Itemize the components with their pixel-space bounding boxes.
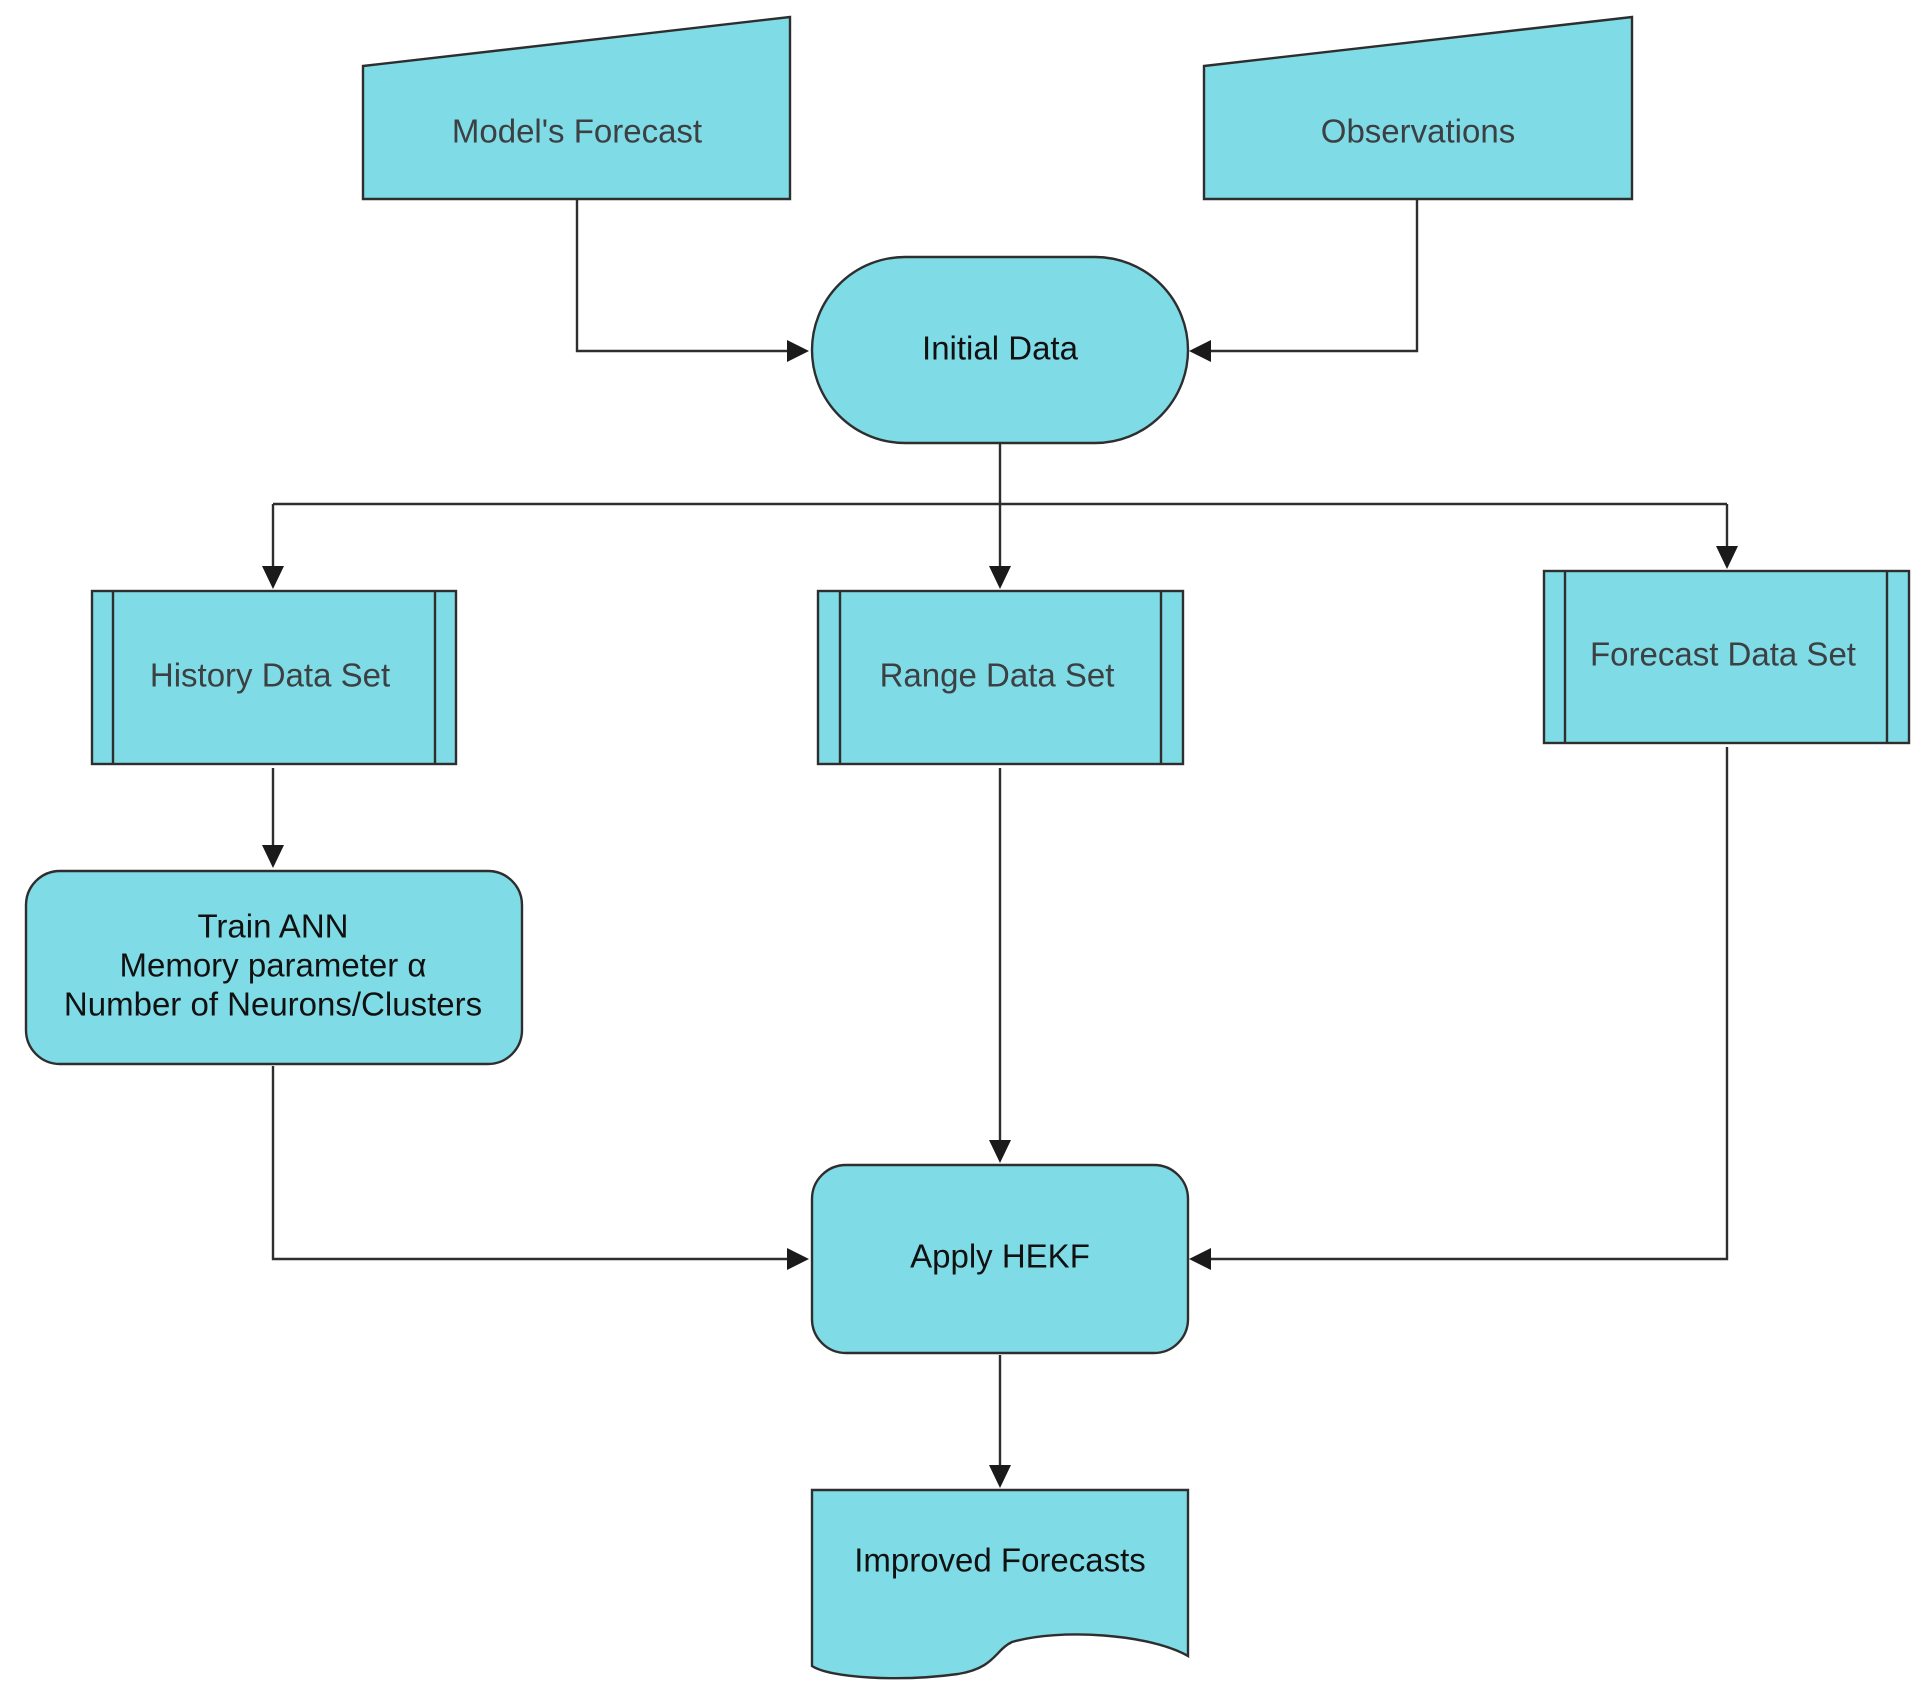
edge-train-ann-to-apply-hekf	[271, 1066, 788, 1261]
edge-models-forecast-to-initial-data	[575, 200, 788, 353]
node-initial-data-label: Initial Data	[922, 330, 1079, 367]
node-improved-forecasts[interactable]: Improved Forecasts	[810, 1488, 1190, 1680]
arrowhead-improved-forecasts	[989, 1465, 1011, 1488]
predefined-process-shape	[816, 589, 1185, 766]
predefined-process-shape	[90, 589, 458, 766]
node-models-forecast-label: Model's Forecast	[452, 113, 702, 150]
arrowhead-initial-data-right	[1189, 340, 1211, 362]
node-initial-data[interactable]: Initial Data	[810, 255, 1190, 445]
document-shape	[810, 1488, 1190, 1680]
manual-input-shape	[1202, 15, 1634, 201]
arrowhead-train-ann	[262, 845, 284, 868]
node-range-data-set-label: Range Data Set	[880, 657, 1115, 694]
predefined-process-shape	[1542, 569, 1911, 745]
node-observations-label: Observations	[1321, 113, 1515, 150]
node-train-ann-line2: Memory parameter α	[120, 947, 427, 984]
node-improved-forecasts-label: Improved Forecasts	[854, 1542, 1146, 1579]
arrowhead-forecast-data-set	[1716, 546, 1738, 569]
arrowhead-apply-hekf-right	[1189, 1248, 1211, 1270]
node-observations[interactable]: Observations	[1202, 15, 1634, 201]
node-history-data-set[interactable]: History Data Set	[90, 589, 458, 766]
arrowhead-apply-hekf-left	[787, 1248, 809, 1270]
arrowhead-range-data-set	[989, 566, 1011, 589]
edge-forecast-to-apply-hekf	[1211, 747, 1729, 1261]
process-shape	[24, 869, 524, 1066]
edge-observations-to-initial-data	[1211, 200, 1419, 353]
node-forecast-data-set-label: Forecast Data Set	[1590, 636, 1856, 673]
terminator-shape	[810, 255, 1190, 445]
node-apply-hekf[interactable]: Apply HEKF	[810, 1163, 1190, 1355]
node-range-data-set[interactable]: Range Data Set	[816, 589, 1185, 766]
node-train-ann-line3: Number of Neurons/Clusters	[64, 986, 482, 1023]
node-history-data-set-label: History Data Set	[150, 657, 390, 694]
node-forecast-data-set[interactable]: Forecast Data Set	[1542, 569, 1911, 745]
connectors	[262, 200, 1738, 1488]
arrowhead-initial-data-left	[787, 340, 809, 362]
process-shape	[810, 1163, 1190, 1355]
node-train-ann-line1: Train ANN	[198, 908, 349, 945]
manual-input-shape	[361, 15, 792, 201]
node-apply-hekf-label: Apply HEKF	[910, 1238, 1090, 1275]
node-models-forecast[interactable]: Model's Forecast	[361, 15, 792, 201]
node-train-ann[interactable]: Train ANN Memory parameter α Number of N…	[24, 869, 524, 1066]
arrowhead-apply-hekf-top	[989, 1140, 1011, 1163]
arrowhead-history-data-set	[262, 566, 284, 589]
